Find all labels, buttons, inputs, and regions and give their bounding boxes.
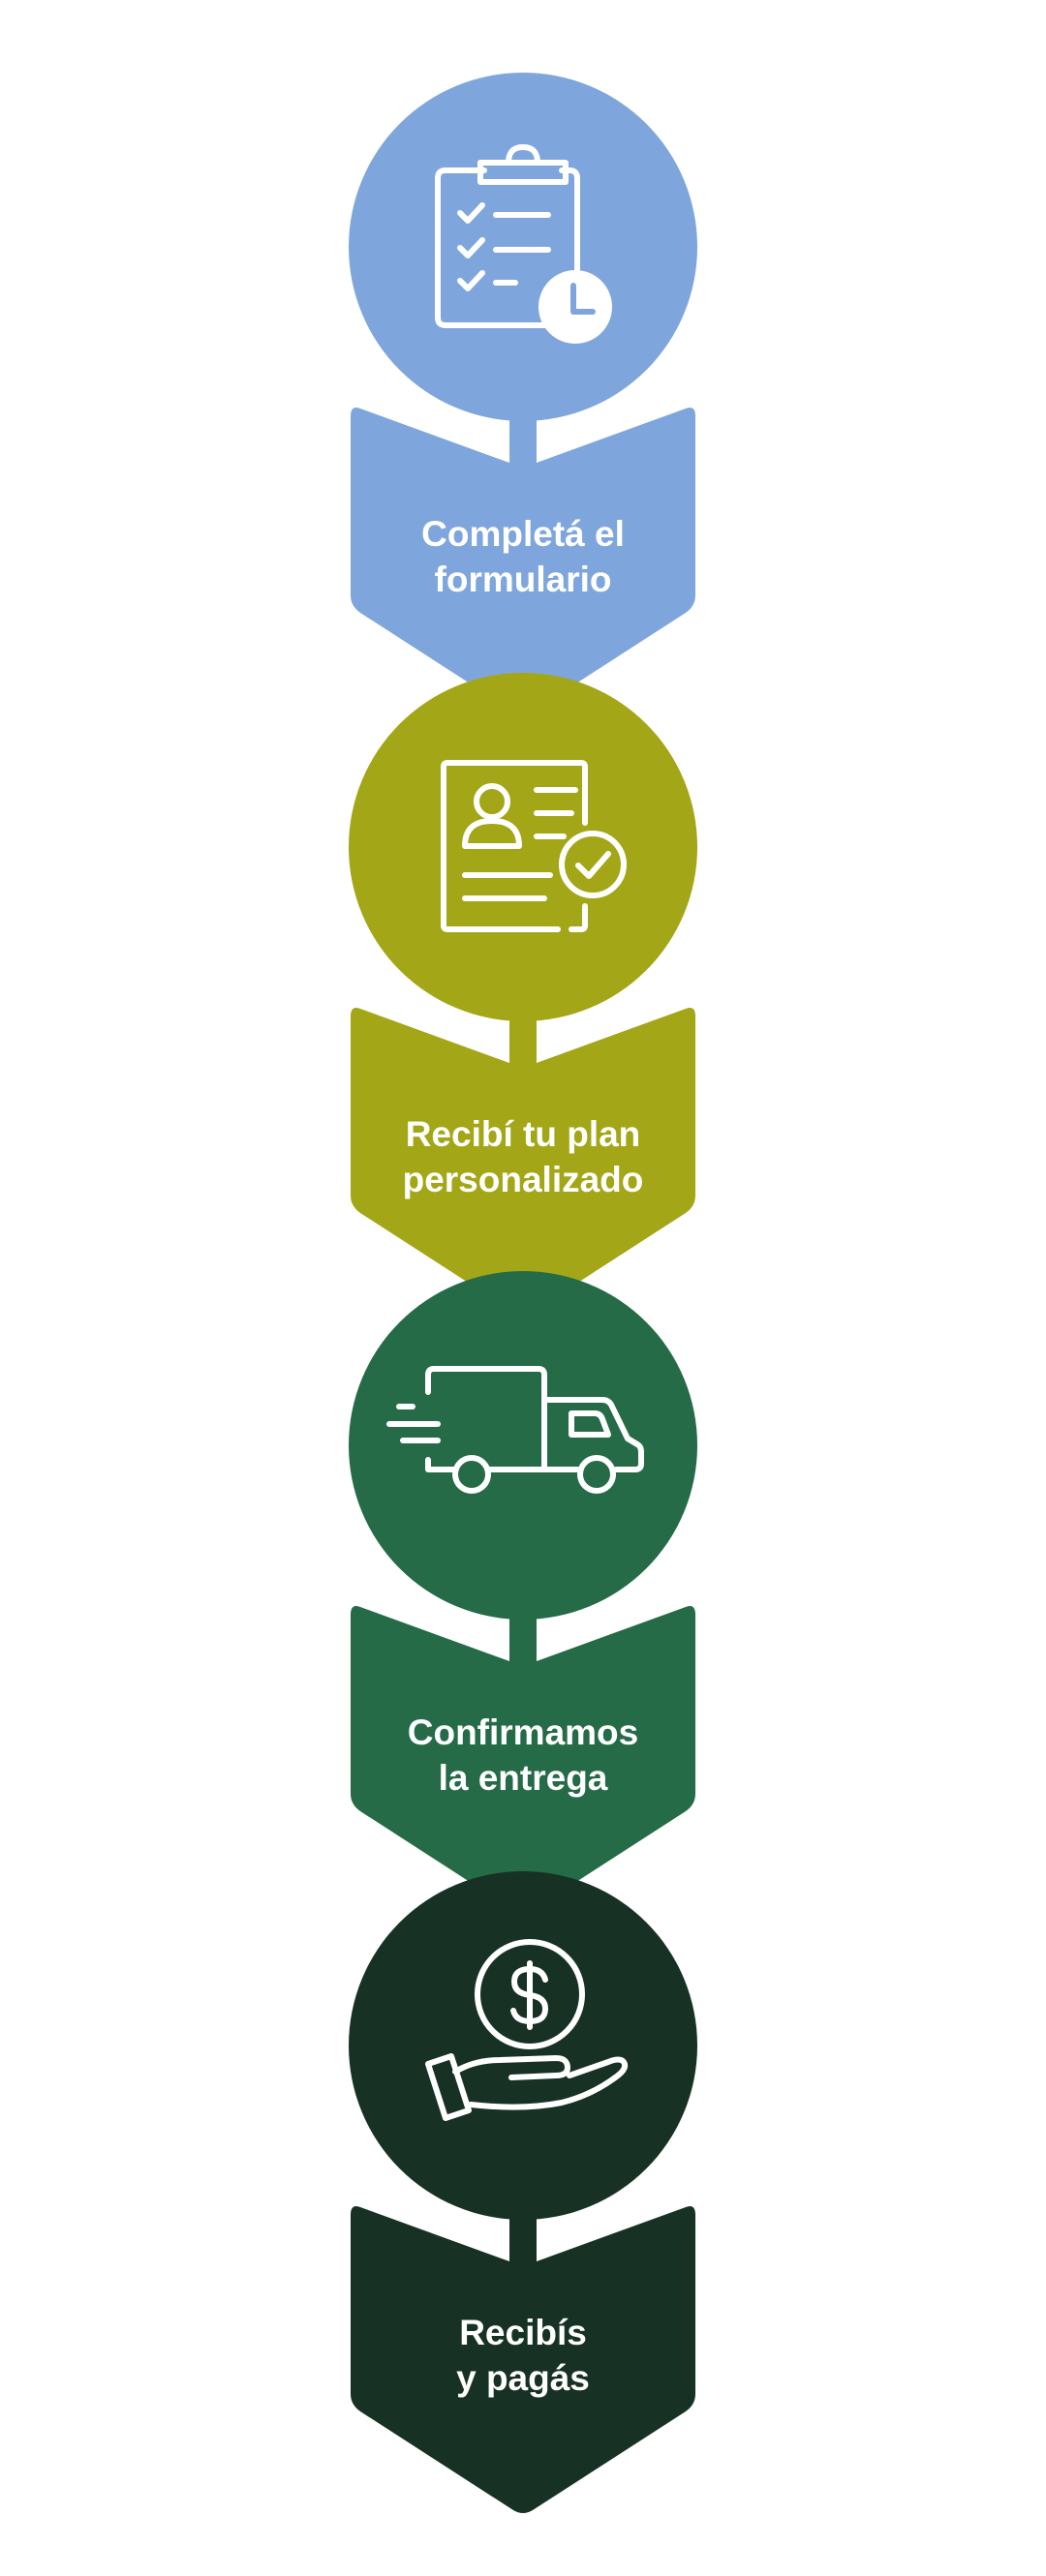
step-1-label-line1: Completá el (421, 514, 625, 554)
step-2-label-line1: Recibí tu plan (405, 1114, 641, 1154)
step-3-circle (349, 1271, 697, 1620)
step-1: Completá el formulario (0, 68, 1046, 736)
step-1-label: Completá el formulario (329, 511, 717, 602)
hand-coin-dollar-icon (425, 1939, 629, 2121)
step-1-shapes (349, 73, 697, 714)
step-4: Recibís y pagás (0, 1866, 1046, 2544)
step-4-shapes (349, 1871, 697, 2513)
step-1-chevron (351, 408, 695, 714)
step-3-label-line2: la entrega (438, 1758, 608, 1798)
step-4-label: Recibís y pagás (329, 2310, 717, 2401)
clipboard-clock-icon (435, 144, 612, 344)
step-4-label-line2: y pagás (456, 2358, 590, 2398)
step-2: Recibí tu plan personalizado (0, 668, 1046, 1336)
step-2-circle (349, 673, 697, 1021)
step-1-label-line2: formulario (434, 560, 612, 599)
step-3-label-line1: Confirmamos (407, 1712, 639, 1752)
step-3-chevron (351, 1606, 695, 1913)
step-3-shapes (349, 1271, 697, 1913)
step-4-chevron (351, 2206, 695, 2513)
step-3: Confirmamos la entrega (0, 1266, 1046, 1934)
step-3-label: Confirmamos la entrega (329, 1710, 717, 1801)
profile-check-document-icon (441, 760, 627, 932)
step-2-shapes (349, 673, 697, 1315)
step-2-chevron (351, 1008, 695, 1315)
step-2-label: Recibí tu plan personalizado (329, 1111, 717, 1202)
step-2-label-line2: personalizado (402, 1160, 644, 1199)
delivery-truck-icon (386, 1366, 644, 1494)
step-4-label-line1: Recibís (459, 2313, 587, 2352)
